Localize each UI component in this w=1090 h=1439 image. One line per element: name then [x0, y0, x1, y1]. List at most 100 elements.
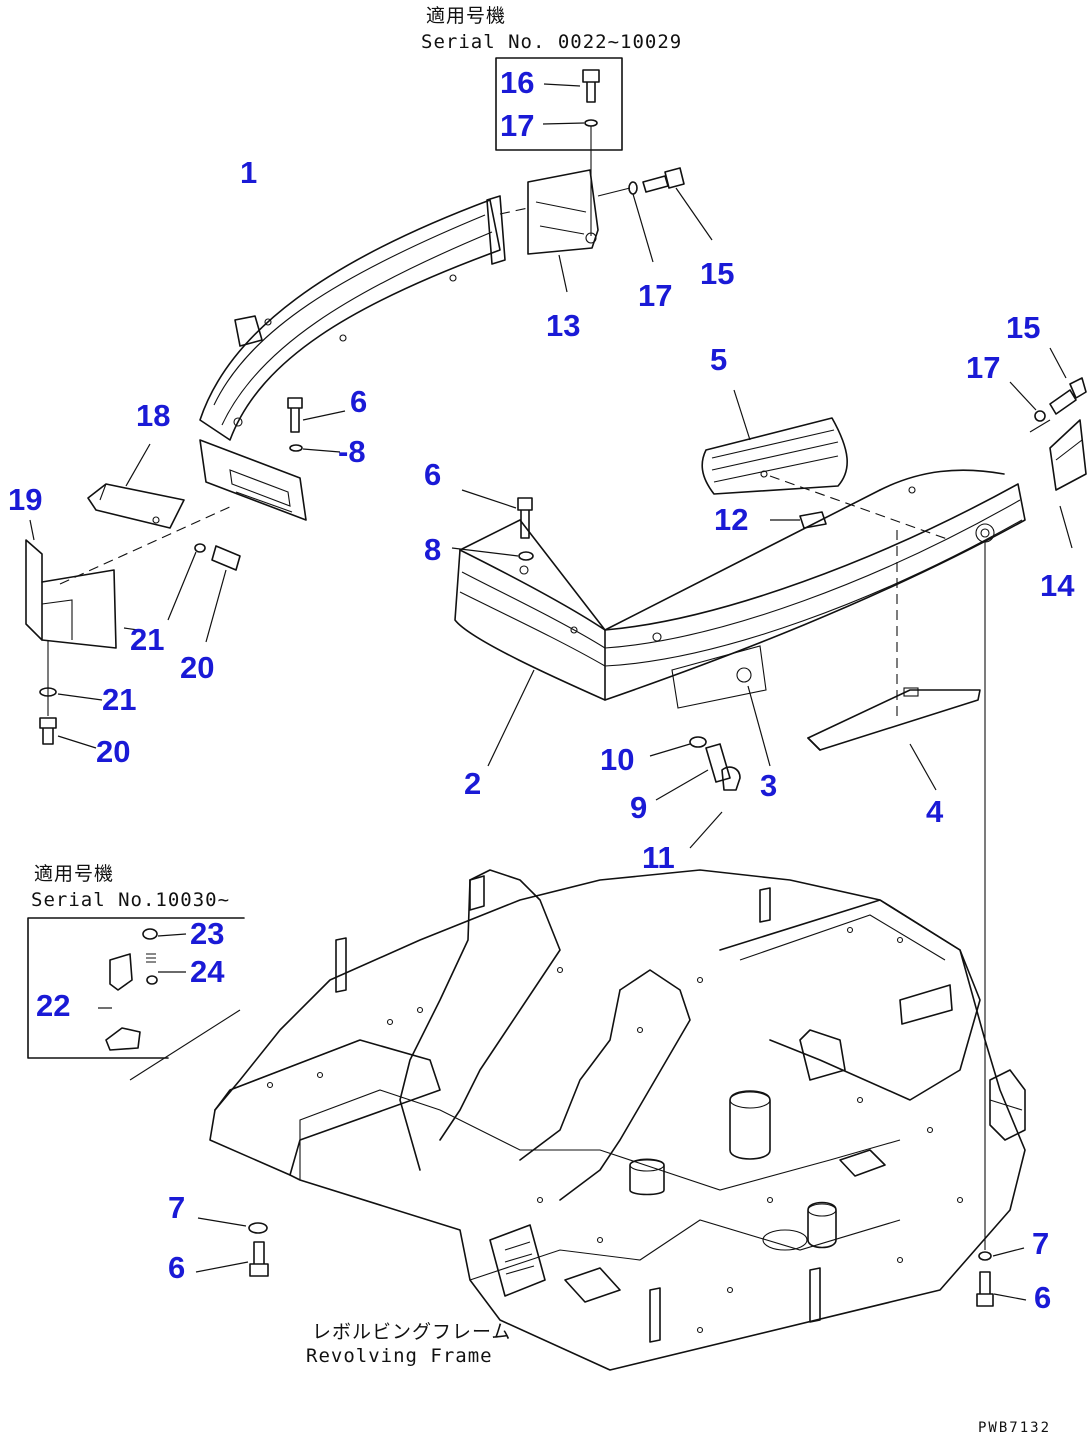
callout-6-mid: 6	[424, 457, 441, 492]
washer-17-inset	[584, 119, 598, 127]
callout-20-upper: 20	[180, 650, 214, 685]
callout-8-upper: -8	[338, 434, 366, 469]
callout-14: 14	[1040, 568, 1075, 603]
washer-17-top	[628, 181, 638, 195]
part-18-bracket	[87, 483, 185, 529]
callout-15-right: 15	[1006, 310, 1040, 345]
bolt-9	[705, 743, 731, 783]
leader-13	[558, 254, 568, 293]
callout-22: 22	[36, 988, 70, 1023]
cap-11	[721, 766, 741, 791]
callout-2: 2	[464, 766, 481, 801]
leader-6-upper	[302, 410, 346, 421]
leader-21-side	[123, 627, 139, 631]
callout-15-top: 15	[700, 256, 734, 291]
washer-10	[689, 736, 707, 748]
leader-5	[733, 389, 751, 441]
nut-23	[142, 928, 158, 940]
assembly-line-19	[59, 505, 233, 585]
part-19-bracket	[25, 539, 117, 649]
washer-8-mid	[518, 551, 534, 561]
bolt-6-upper	[287, 397, 303, 433]
leader-14	[1059, 505, 1073, 549]
part-1-cover	[199, 195, 506, 441]
leader-6-left	[195, 1261, 249, 1273]
callout-13: 13	[546, 308, 580, 343]
part-5-plate	[701, 417, 848, 495]
assembly-line-15	[597, 187, 631, 197]
washer-24	[146, 975, 158, 985]
bolt-15-top	[642, 167, 685, 193]
bracket-22-lower	[105, 1027, 141, 1051]
callout-6-upper: 6	[350, 384, 367, 419]
callout-7-right: 7	[1032, 1226, 1049, 1261]
bolt-6-right	[976, 1271, 994, 1307]
leader-3	[747, 685, 771, 767]
leader-10	[649, 743, 691, 757]
leader-20-lower	[57, 735, 97, 749]
callout-6-right: 6	[1034, 1280, 1051, 1315]
leader-21-lower	[57, 693, 103, 701]
inset-serial-note: Serial No.10030~	[31, 889, 230, 911]
callout-19: 19	[8, 482, 42, 517]
leader-6-right	[993, 1293, 1027, 1301]
callout-4: 4	[926, 794, 944, 829]
bolt-12	[799, 511, 827, 529]
washer-17-right	[1034, 410, 1046, 422]
bolt-20-lower	[39, 717, 57, 745]
callout-17-inset: 17	[500, 108, 534, 143]
callout-8-mid: 8	[424, 532, 441, 567]
callout-5: 5	[710, 342, 727, 377]
leader-8-upper	[302, 448, 341, 453]
callout-12: 12	[714, 502, 748, 537]
leader-15-top	[675, 187, 713, 241]
part-4-plate	[807, 687, 981, 751]
callout-21-side: 21	[130, 622, 164, 657]
inset-box	[27, 917, 245, 1059]
leader-7-left	[197, 1217, 247, 1227]
inset-serial-note-jp: 適用号機	[34, 863, 114, 885]
callout-9: 9	[630, 790, 647, 825]
bolt-6-left	[249, 1241, 269, 1277]
leader-4	[909, 743, 937, 791]
leader-23	[157, 933, 187, 937]
leader-9	[655, 769, 709, 801]
drawing-number: PWB7132	[978, 1420, 1051, 1436]
callout-24: 24	[190, 954, 225, 989]
callout-18: 18	[136, 398, 170, 433]
callout-1: 1	[240, 155, 257, 190]
callout-10: 10	[600, 742, 634, 777]
inset-pointer-line	[129, 1009, 241, 1081]
bolt-6-mid	[517, 497, 533, 539]
leader-6-mid	[461, 489, 517, 509]
leader-17-right	[1009, 381, 1037, 411]
leader-20-upper	[205, 569, 227, 643]
bolt-20-upper	[211, 545, 241, 571]
assembly-line-5	[769, 475, 951, 541]
callout-17-top: 17	[638, 278, 672, 313]
assembly-line-13	[499, 207, 529, 215]
callout-6-left: 6	[168, 1250, 185, 1285]
spring-washer-24	[146, 953, 156, 963]
leader-19	[29, 519, 35, 541]
assembly-line-15-right	[1029, 419, 1051, 433]
leader-2	[487, 669, 535, 767]
leader-16	[543, 83, 581, 87]
top-serial-note-jp: 適用号機	[426, 5, 506, 27]
leader-21-upper	[167, 551, 197, 621]
callout-7-left: 7	[168, 1190, 185, 1225]
leader-18	[125, 443, 151, 487]
revolving-frame	[209, 869, 1026, 1371]
leader-8-mid	[451, 547, 519, 557]
callout-3: 3	[760, 768, 777, 803]
washer-21-upper	[194, 543, 206, 553]
side-bracket	[199, 439, 307, 521]
leader-15-right	[1049, 347, 1067, 379]
washer-7-right	[978, 1251, 992, 1261]
frame-label-jp: レボルビングフレーム	[312, 1321, 511, 1343]
top-serial-note: Serial No. 0022~10029	[421, 31, 682, 53]
part-13-corner	[527, 169, 599, 255]
callout-17-right: 17	[966, 350, 1000, 385]
washer-8-upper	[289, 444, 303, 452]
